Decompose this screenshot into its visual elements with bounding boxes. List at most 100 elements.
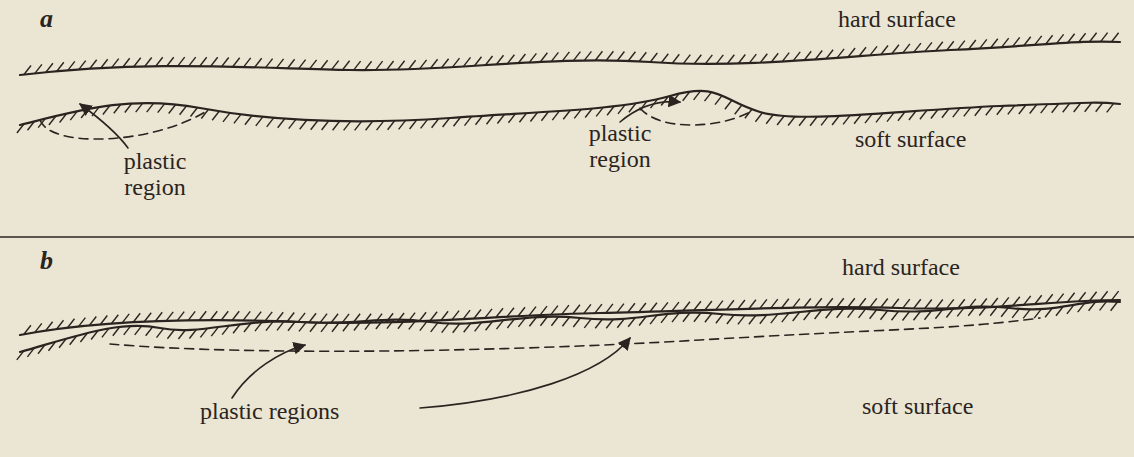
hatch-stroke: [376, 320, 383, 329]
hatch-stroke: [650, 303, 657, 312]
hatch-stroke: [810, 117, 817, 126]
hatch-stroke: [365, 61, 372, 70]
hatch-stroke: [607, 106, 614, 115]
hatch-stroke: [399, 120, 406, 129]
hatch-stroke: [942, 109, 949, 118]
hatch-stroke: [804, 299, 811, 308]
hatch-stroke: [672, 302, 679, 311]
soft-surface-profile: [20, 301, 1120, 352]
hatch-stroke: [1068, 34, 1075, 43]
hatch-stroke: [167, 57, 174, 66]
hatch-stroke: [881, 299, 888, 308]
hatch-stroke: [233, 324, 240, 333]
hatch-stroke: [28, 121, 35, 130]
hatch-stroke: [529, 53, 536, 62]
hatch-stroke: [112, 59, 119, 68]
hatch-stroke: [661, 302, 668, 311]
hatch-stroke: [821, 116, 828, 125]
hatch-stroke: [223, 113, 230, 122]
hatch-stroke: [419, 312, 426, 321]
hatch-stroke: [540, 306, 547, 315]
hatch-stroke: [188, 311, 195, 320]
hatch-stroke: [178, 330, 185, 339]
hatch-stroke: [1078, 303, 1085, 312]
hatch-stroke: [694, 301, 701, 310]
hatch-stroke: [815, 298, 822, 307]
hatch-stroke: [454, 117, 461, 126]
hatch-stroke: [705, 55, 712, 64]
hatch-stroke: [909, 111, 916, 120]
hatch-stroke: [584, 304, 591, 313]
hatch-stroke: [650, 315, 657, 324]
hatch-stroke: [661, 54, 668, 63]
hatch-stroke: [815, 51, 822, 60]
hatch-stroke: [497, 55, 504, 64]
hatch-stroke: [771, 299, 778, 308]
hatch-stroke: [854, 115, 861, 124]
hatch-stroke: [200, 57, 207, 66]
hatch-stroke: [210, 311, 217, 320]
hatch-stroke: [234, 114, 241, 123]
hatch-stroke: [78, 318, 85, 327]
hatch-stroke: [507, 55, 514, 64]
hatch-stroke: [848, 309, 855, 318]
hatch-stroke: [485, 309, 492, 318]
hatch-stroke: [92, 107, 99, 116]
panel-letter: b: [40, 248, 53, 274]
hatch-stroke: [387, 320, 394, 329]
hatch-stroke: [146, 327, 153, 336]
hatch-stroke: [331, 314, 338, 323]
hatch-stroke: [606, 319, 613, 328]
hatch-stroke: [475, 322, 482, 331]
hatch-stroke: [244, 323, 251, 332]
hatch-stroke: [793, 52, 800, 61]
hatch-stroke: [946, 309, 953, 318]
surface-label: soft surface: [855, 126, 966, 152]
hatch-stroke: [255, 58, 262, 67]
hatch-stroke: [507, 319, 514, 328]
hatch-stroke: [936, 300, 943, 309]
hatch-stroke: [497, 320, 504, 329]
hatch-stroke: [1090, 292, 1097, 301]
hatch-stroke: [310, 323, 317, 332]
hatch-stroke: [745, 109, 752, 118]
hatch-stroke: [749, 300, 756, 309]
region-callout: plastic region: [100, 148, 210, 200]
hatch-stroke: [497, 115, 504, 124]
hatch-stroke: [145, 58, 152, 67]
hatch-stroke: [788, 117, 795, 126]
region-callout: plastic regions: [200, 398, 339, 424]
hatch-stroke: [133, 313, 140, 322]
hatch-stroke: [1107, 103, 1114, 112]
hatch-stroke: [716, 301, 723, 310]
hatch-stroke: [1030, 105, 1037, 114]
hatch-stroke: [354, 322, 361, 331]
hatch-stroke: [81, 109, 88, 118]
hatch-stroke: [365, 321, 372, 330]
hatch-stroke: [453, 58, 460, 67]
hatch-stroke: [398, 61, 405, 70]
hatch-stroke: [1056, 307, 1063, 316]
hatch-stroke: [1013, 37, 1020, 46]
hatch-stroke: [1057, 294, 1064, 303]
hatch-stroke: [519, 113, 526, 122]
hatch-stroke: [24, 325, 31, 334]
hatch-stroke: [1002, 297, 1009, 306]
hatch-stroke: [859, 309, 866, 318]
hatch-stroke: [442, 324, 449, 333]
hatch-stroke: [463, 310, 470, 319]
hatch-stroke: [134, 58, 141, 67]
hatch-stroke: [574, 109, 581, 118]
hatch-stroke: [17, 351, 24, 360]
hatch-stroke: [409, 60, 416, 69]
hatch-stroke: [27, 348, 34, 357]
hatch-stroke: [353, 314, 360, 323]
hatch-stroke: [618, 105, 625, 114]
hatch-stroke: [376, 61, 383, 70]
surface-label: soft surface: [862, 393, 973, 419]
hatch-stroke: [1024, 296, 1031, 305]
hatch-stroke: [487, 115, 494, 124]
hatch-stroke: [189, 57, 196, 66]
hatch-stroke: [793, 299, 800, 308]
hatch-stroke: [815, 310, 822, 319]
